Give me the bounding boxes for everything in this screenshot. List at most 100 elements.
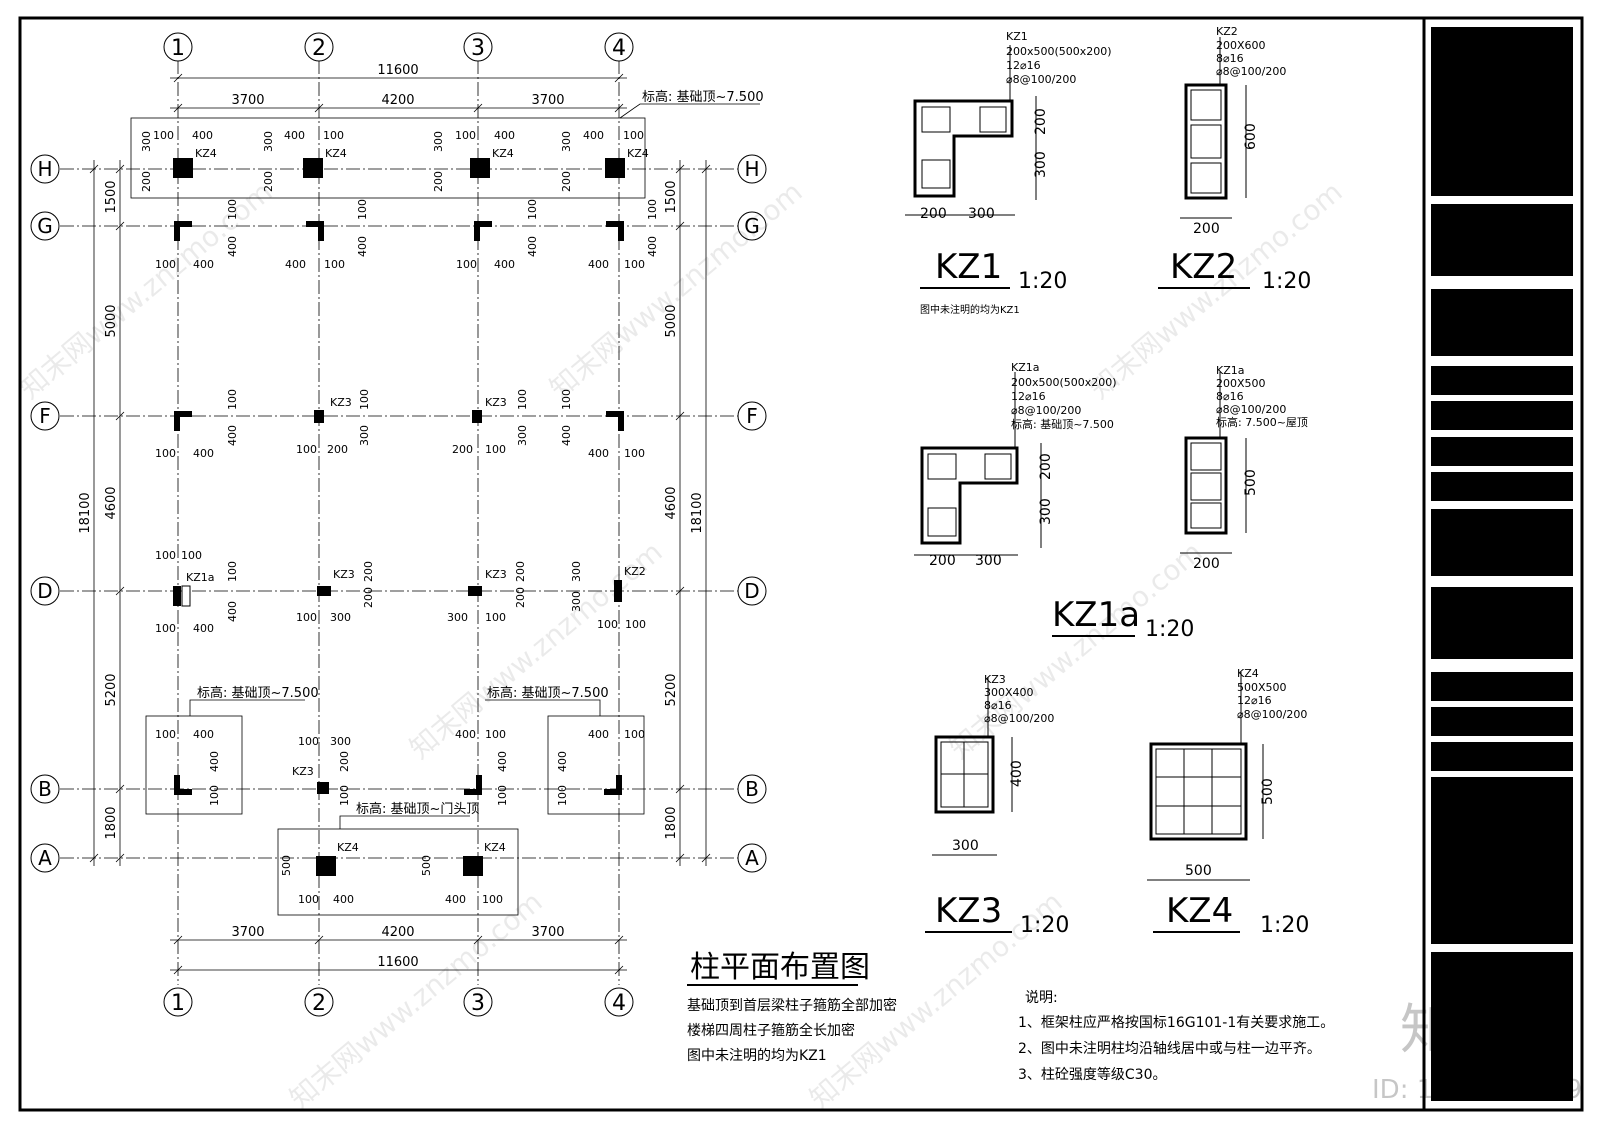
elevation-labels: 标高: 基础顶~7.500 标高: 基础顶~7.500 标高: 基础顶~7.50… — [197, 89, 764, 817]
svg-text:100: 100 — [516, 389, 529, 410]
plan-title: 柱平面布置图 — [690, 950, 870, 985]
svg-text:400: 400 — [1009, 760, 1025, 787]
svg-text:审 定:: 审 定: — [1438, 476, 1465, 489]
axis-label: H — [744, 157, 759, 181]
svg-text:300: 300 — [516, 425, 529, 446]
svg-text:400: 400 — [226, 425, 239, 446]
project-name-label: 工 程 名 称 — [1475, 211, 1530, 225]
svg-text:400: 400 — [285, 258, 306, 271]
elevation-zones — [130, 103, 760, 916]
svg-text:400: 400 — [284, 129, 305, 142]
dim-bottom: 4200 — [381, 925, 414, 940]
column-kz2 — [614, 580, 622, 602]
svg-text:100: 100 — [324, 258, 345, 271]
svg-text:100: 100 — [208, 785, 221, 806]
svg-text:1:20: 1:20 — [1018, 269, 1067, 294]
axis-bubble-1-top — [163, 32, 193, 62]
detail-kz1a-r: KZ1a 200X500 8⌀16 ⌀8@100/200 标高: 7.500~屋… — [1180, 364, 1308, 572]
svg-text:200: 200 — [929, 553, 956, 569]
dim-left: 1500 — [104, 180, 119, 213]
kz3-label: KZ3 — [330, 396, 352, 409]
svg-text:KZ1a: KZ1a — [1011, 361, 1040, 374]
dim-right: 4600 — [664, 486, 679, 519]
detail-kz4: KZ4 500X500 12⌀16 ⌀8@100/200 500 500 KZ4… — [1147, 667, 1309, 938]
dim-left: 5000 — [104, 304, 119, 337]
svg-text:8⌀16: 8⌀16 — [1216, 390, 1244, 403]
svg-text:500: 500 — [420, 855, 433, 876]
svg-text:1:20: 1:20 — [1260, 913, 1309, 938]
column-offset-dims: 100 400 400 100 100 400 400 100 300 200 300 20… — [140, 129, 659, 906]
svg-text:200: 200 — [1038, 453, 1054, 480]
svg-text:⌀8@100/200: ⌀8@100/200 — [984, 712, 1054, 725]
svg-text:知末网www.znzmo.com: 知末网www.znzmo.com — [13, 175, 278, 405]
id-watermark: ID: 1173343719 — [1372, 1075, 1582, 1105]
svg-text:300: 300 — [330, 735, 351, 748]
sheet-frame — [18, 16, 1584, 1112]
svg-text:DRAW: DRAW — [1438, 421, 1453, 427]
kz3-title: KZ3 — [935, 891, 1002, 931]
axis-bubble-2-bottom — [304, 987, 334, 1017]
svg-text:200: 200 — [362, 561, 375, 582]
svg-text:300: 300 — [570, 591, 583, 612]
svg-text:100: 100 — [155, 447, 176, 460]
svg-text:200X500: 200X500 — [1216, 377, 1266, 390]
axis-label: 1 — [171, 991, 185, 1016]
svg-text:100: 100 — [323, 129, 344, 142]
svg-text:400: 400 — [588, 728, 609, 741]
svg-text:500: 500 — [280, 855, 293, 876]
svg-text:100: 100 — [155, 258, 176, 271]
column-kz3 — [314, 410, 324, 423]
column-kz1 — [606, 221, 624, 241]
column-kz1 — [604, 775, 622, 795]
svg-text:100: 100 — [624, 728, 645, 741]
svg-text:200: 200 — [432, 171, 445, 192]
drawing-number: GS-07 — [1514, 717, 1547, 730]
svg-text:日 期:: 日 期: — [1438, 748, 1465, 760]
plan-note: 楼梯四周柱子箍筋全长加密 — [687, 1022, 855, 1039]
svg-text:100: 100 — [296, 443, 317, 456]
svg-text:100: 100 — [485, 443, 506, 456]
kz2-label: KZ2 — [624, 565, 646, 578]
svg-text:300: 300 — [952, 838, 979, 854]
kz4-label: KZ4 — [484, 841, 506, 854]
column-kz1 — [474, 221, 492, 241]
check-mark: √ — [1524, 477, 1537, 501]
svg-text:500: 500 — [1243, 469, 1259, 496]
axis-bubble-4-top — [604, 32, 634, 62]
svg-text:400: 400 — [556, 751, 569, 772]
svg-text:300X400: 300X400 — [984, 686, 1034, 699]
svg-text:100: 100 — [597, 618, 618, 631]
svg-text:300: 300 — [140, 131, 153, 152]
svg-text:100: 100 — [181, 549, 202, 562]
svg-text:8⌀16: 8⌀16 — [984, 699, 1012, 712]
axis-label: F — [746, 404, 758, 428]
kz4-label: KZ4 — [337, 841, 359, 854]
note-item: 2、图中未注明柱均沿轴线居中或与柱一边平齐。 — [1018, 1041, 1321, 1057]
svg-text:200x500(500x200): 200x500(500x200) — [1011, 376, 1117, 389]
axis-bubble-2-top — [304, 32, 334, 62]
svg-text:400: 400 — [193, 447, 214, 460]
svg-text:400: 400 — [445, 893, 466, 906]
column-kz3 — [317, 782, 329, 794]
axis-label: 2 — [312, 36, 326, 61]
kz3-label: KZ3 — [292, 765, 314, 778]
axis-bubbles-top: 1 2 3 4 — [163, 32, 634, 62]
axis-label: G — [37, 214, 53, 238]
svg-text:300: 300 — [330, 611, 351, 624]
edition-value: 01 — [1524, 682, 1538, 695]
column-kz1 — [174, 411, 192, 431]
svg-text:100: 100 — [485, 728, 506, 741]
svg-text:200: 200 — [327, 443, 348, 456]
axis-bubble-3-bottom — [463, 987, 493, 1017]
kz3-label: KZ3 — [485, 568, 507, 581]
svg-text:1:20: 1:20 — [1262, 269, 1311, 294]
column-kz3 — [468, 586, 482, 596]
svg-text:200: 200 — [560, 171, 573, 192]
axis-bubbles-bottom: 1 2 3 4 — [163, 987, 634, 1017]
svg-text:100: 100 — [296, 611, 317, 624]
column-kz4 — [470, 158, 490, 178]
svg-text:⌀8@100/200: ⌀8@100/200 — [1011, 404, 1081, 417]
svg-text:300: 300 — [968, 206, 995, 222]
svg-text:100: 100 — [298, 893, 319, 906]
